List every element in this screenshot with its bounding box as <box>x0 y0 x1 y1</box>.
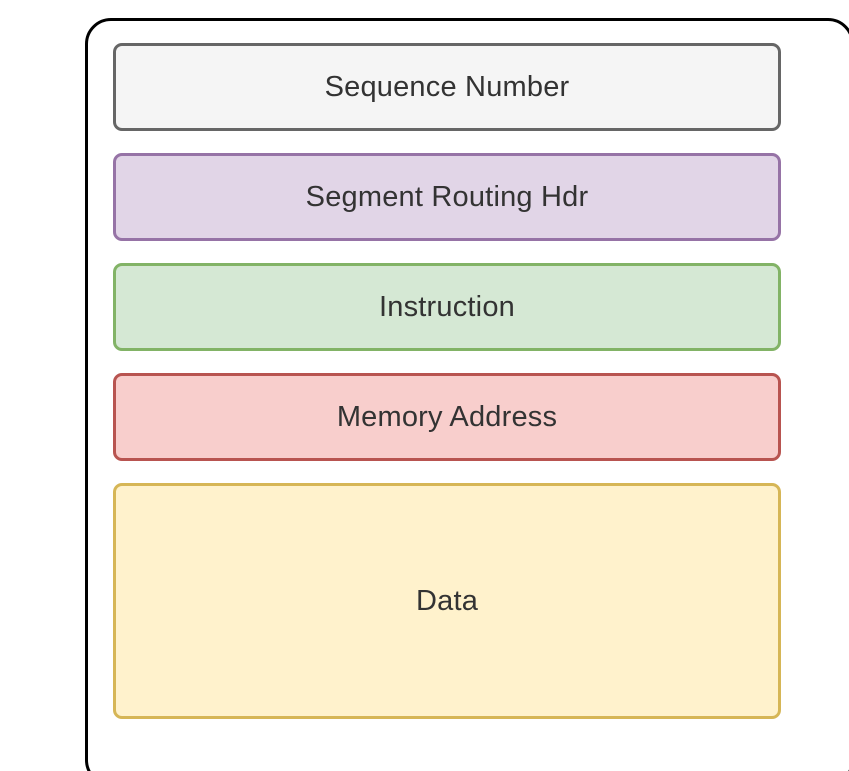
field-label-sequence-number: Sequence Number <box>324 70 570 103</box>
field-label-instruction: Instruction <box>379 290 515 323</box>
field-box-instruction: Instruction <box>113 263 781 351</box>
field-box-memory-address: Memory Address <box>113 373 781 461</box>
field-box-sequence-number: Sequence Number <box>113 43 781 131</box>
field-box-segment-routing-hdr: Segment Routing Hdr <box>113 153 781 241</box>
field-label-segment-routing-hdr: Segment Routing Hdr <box>305 180 589 213</box>
packet-outer-frame: Sequence Number Segment Routing Hdr Inst… <box>85 18 849 771</box>
field-box-data: Data <box>113 483 781 719</box>
field-label-data: Data <box>415 584 479 617</box>
field-label-memory-address: Memory Address <box>336 400 558 433</box>
